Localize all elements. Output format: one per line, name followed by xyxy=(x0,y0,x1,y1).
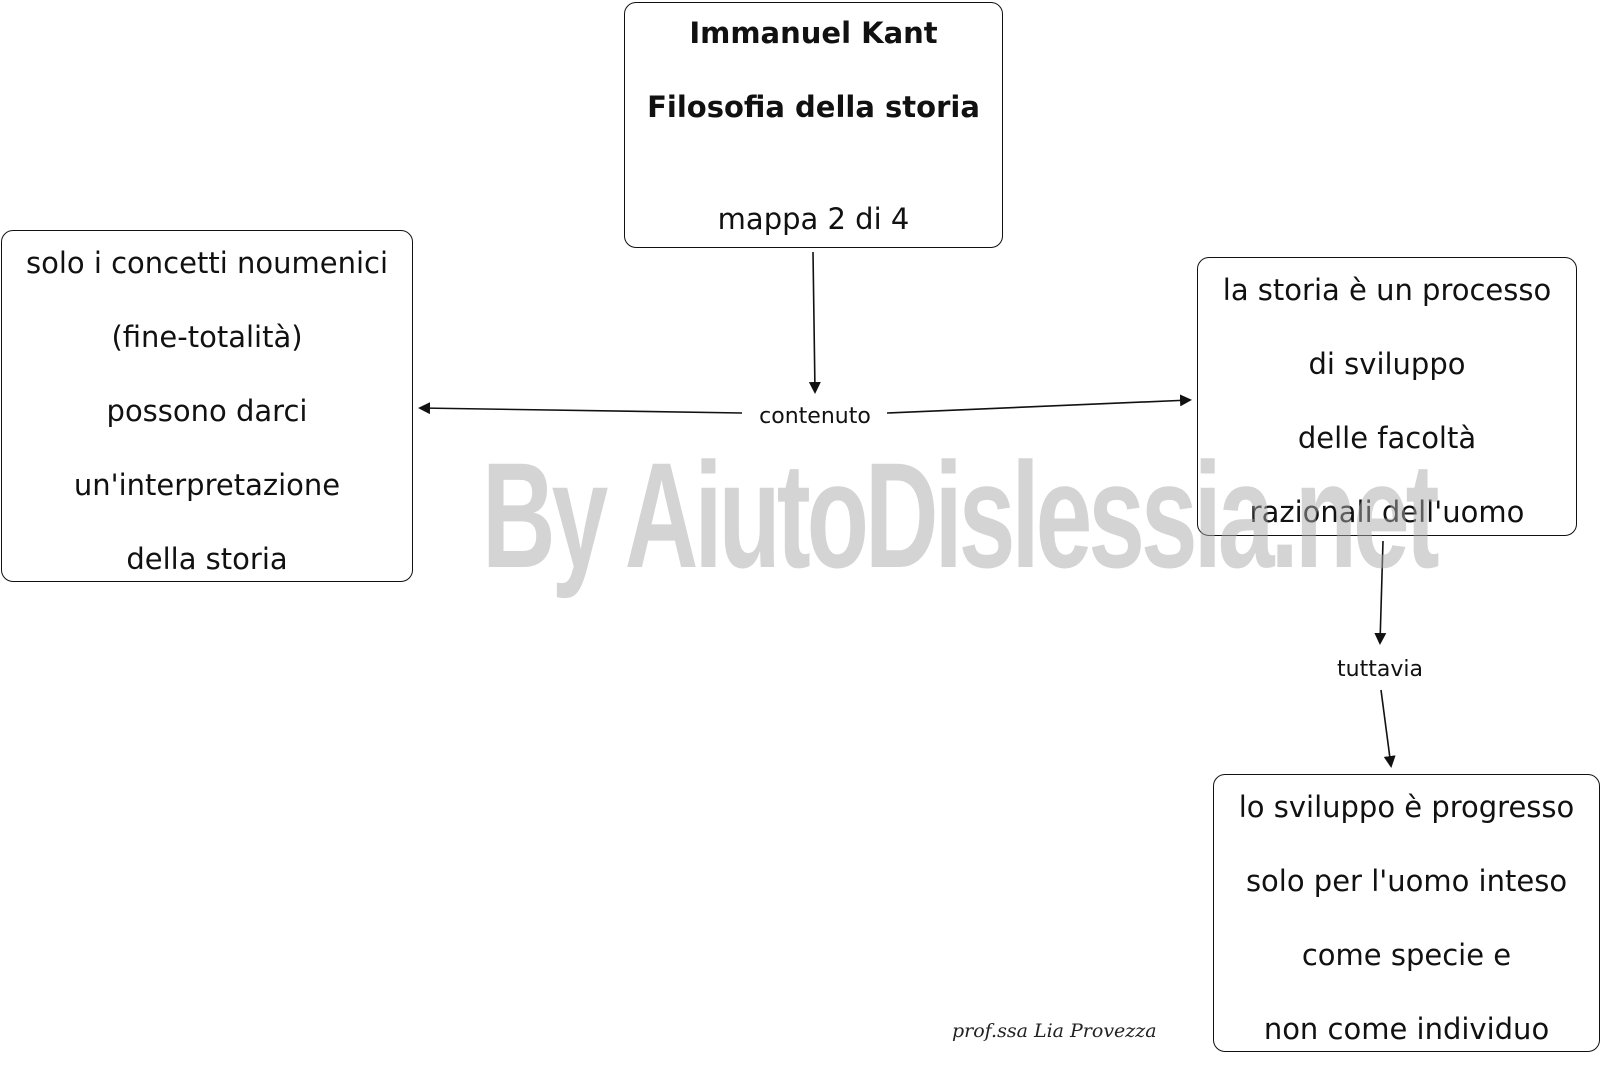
edge-contenuto-to-left xyxy=(418,402,743,415)
edge-contenuto-to-right xyxy=(886,394,1192,414)
node-title-map-number: mappa 2 di 4 xyxy=(717,202,910,236)
concept-node-bottom: lo sviluppo è progresso solo per l'uomo … xyxy=(1213,774,1600,1052)
node-bottom-line: solo per l'uomo inteso xyxy=(1245,864,1568,898)
concept-node-left: solo i concetti noumenici (fine-totalità… xyxy=(1,230,413,582)
node-bottom-line: non come individuo xyxy=(1263,1012,1550,1046)
edge-label-contenuto: contenuto xyxy=(759,404,871,429)
watermark: By AiutoDislessia.net xyxy=(482,431,1440,599)
title-node: Immanuel Kant Filosofia della storia map… xyxy=(624,2,1003,248)
node-right-line: di sviluppo xyxy=(1308,347,1466,381)
node-right-text: la storia è un processo di sviluppo dell… xyxy=(1198,253,1576,549)
node-right-line: delle facoltà xyxy=(1297,421,1477,455)
node-left-text: solo i concetti noumenici (fine-totalità… xyxy=(2,226,412,596)
node-left-line: (fine-totalità) xyxy=(111,320,303,354)
edge-label-tuttavia: tuttavia xyxy=(1337,657,1423,682)
node-right-line: razionali dell'uomo xyxy=(1249,495,1525,529)
edge-title-to-contenuto xyxy=(808,251,821,394)
node-right-line: la storia è un processo xyxy=(1222,273,1552,307)
node-bottom-line: come specie e xyxy=(1301,938,1512,972)
node-title-name: Immanuel Kant xyxy=(689,16,938,50)
concept-node-right: la storia è un processo di sviluppo dell… xyxy=(1197,257,1577,536)
node-title-subject: Filosofia della storia xyxy=(647,90,980,124)
edge-tuttavia-to-bottom xyxy=(1380,689,1396,768)
node-left-line: della storia xyxy=(126,542,288,576)
node-left-line: un'interpretazione xyxy=(73,468,341,502)
node-left-line: possono darci xyxy=(106,394,308,428)
node-bottom-text: lo sviluppo è progresso solo per l'uomo … xyxy=(1214,770,1599,1066)
author-signature: prof.ssa Lia Provezza xyxy=(952,1020,1157,1042)
node-bottom-line: lo sviluppo è progresso xyxy=(1238,790,1575,824)
node-left-line: solo i concetti noumenici xyxy=(25,246,389,280)
